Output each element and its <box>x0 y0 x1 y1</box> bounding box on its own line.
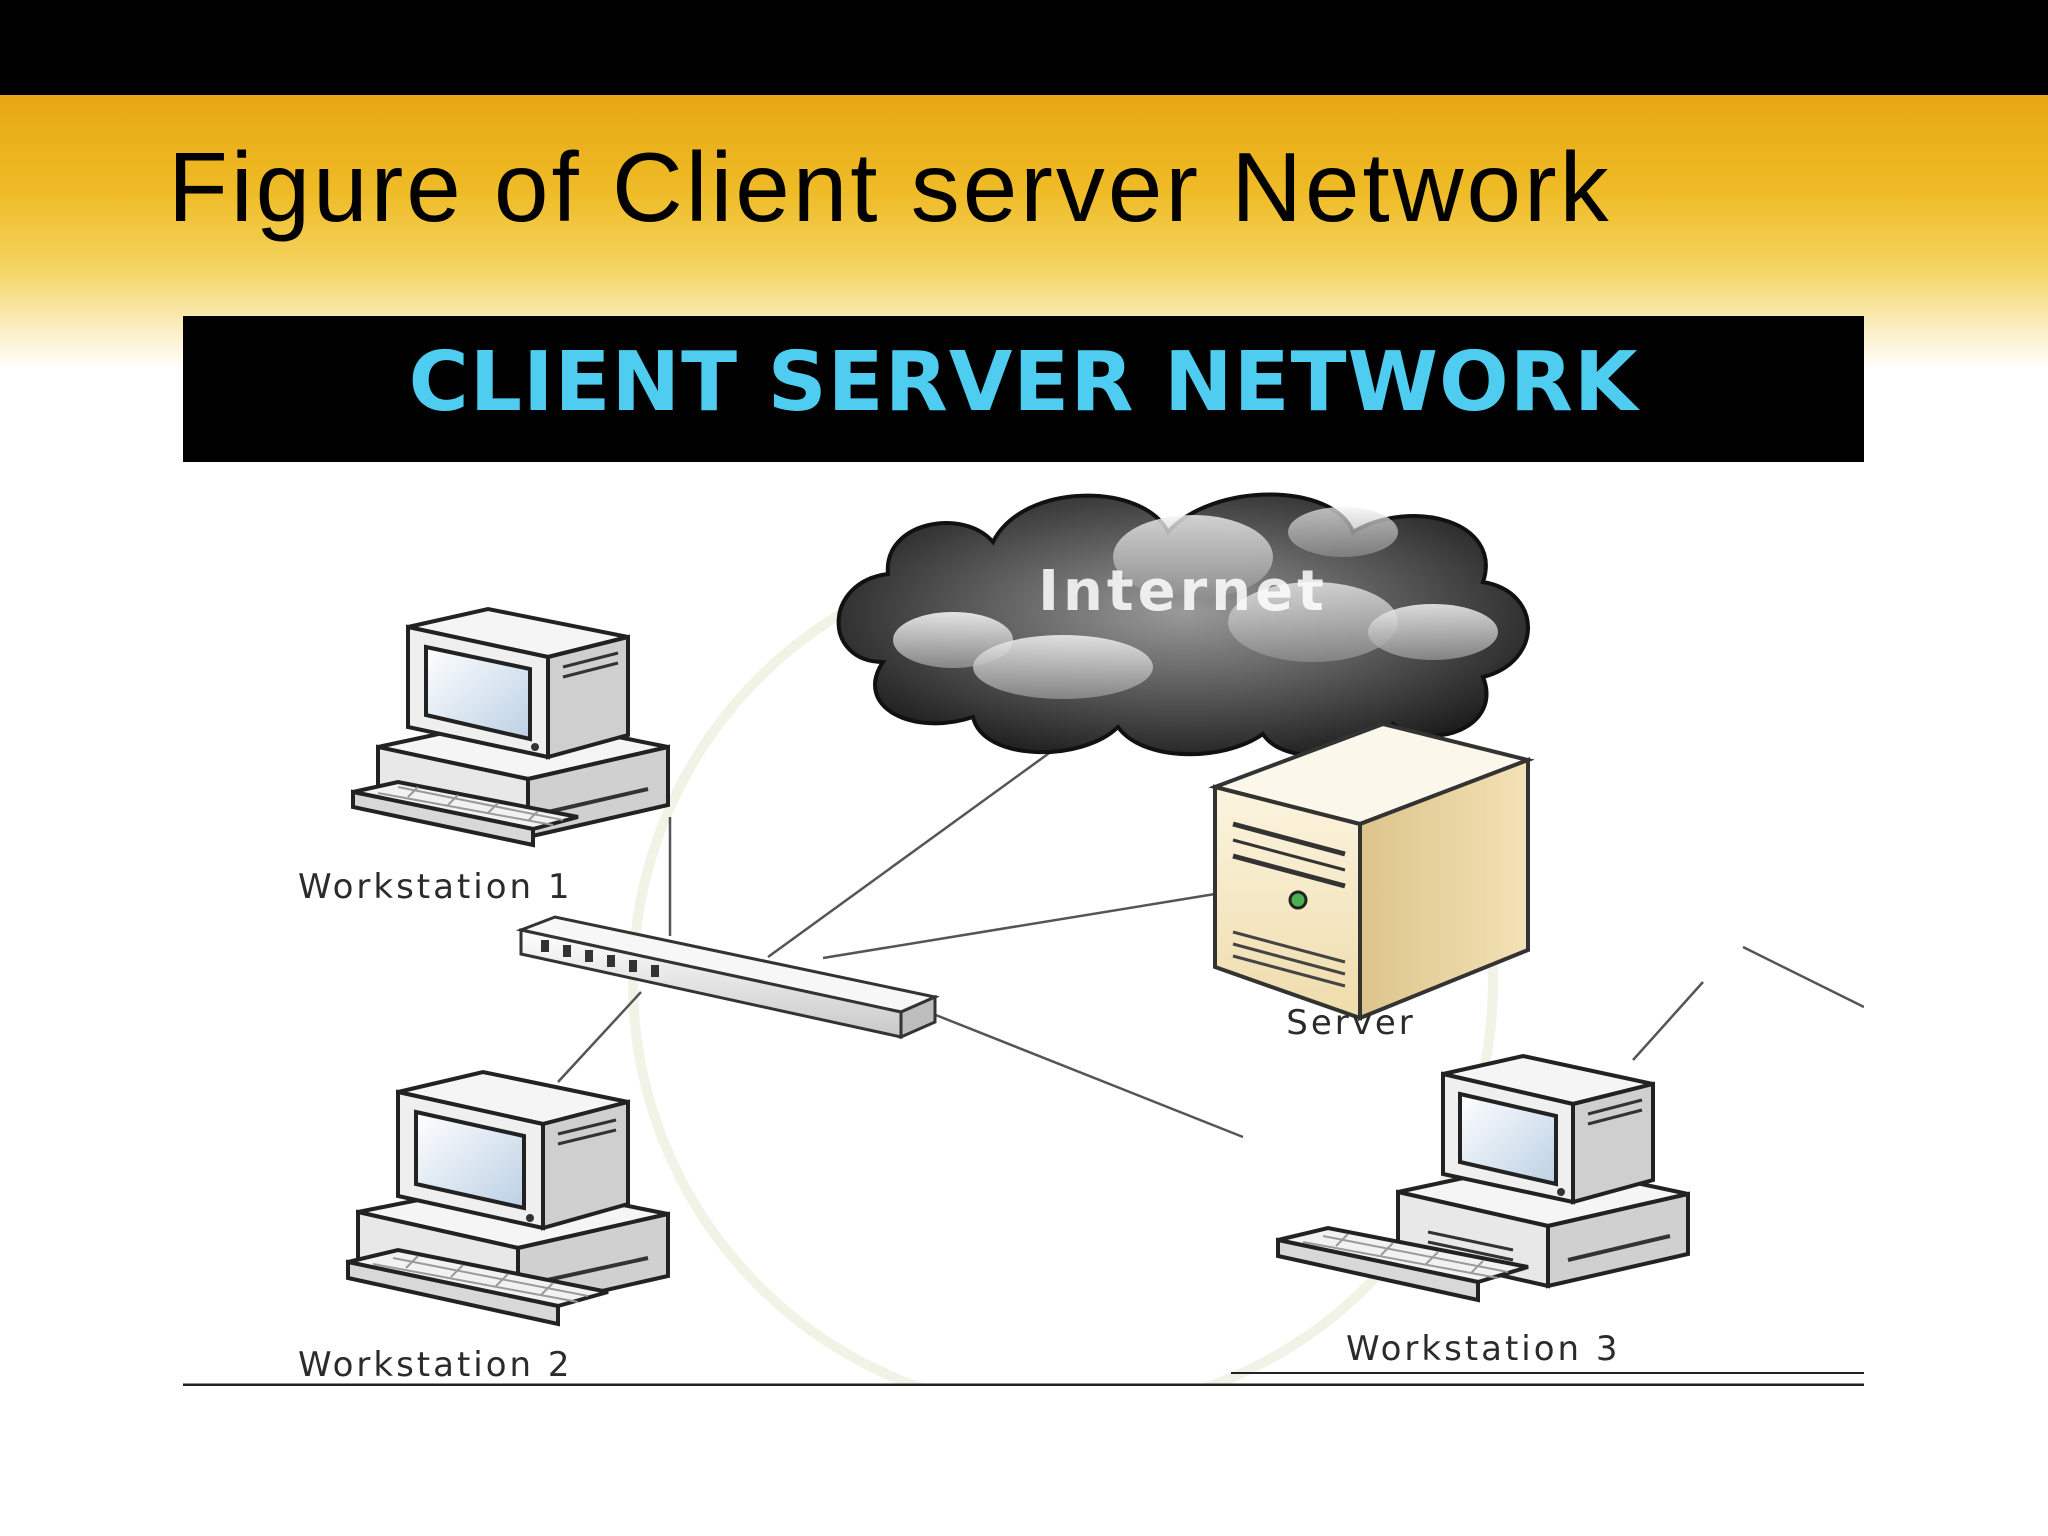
workstation-3-label: Workstation 3 <box>1346 1329 1621 1369</box>
link-server-ws3 <box>1632 981 1704 1061</box>
internet-cloud: Internet <box>836 492 1530 758</box>
workstation-2-icon <box>346 1069 670 1327</box>
slide-title: Figure of Client server Network <box>168 132 1612 242</box>
top-bar <box>0 0 2048 95</box>
banner: CLIENT SERVER NETWORK <box>183 316 1864 462</box>
link-switch-ws3 <box>902 1000 1244 1139</box>
connections <box>557 712 1864 1139</box>
workstation-1-label: Workstation 1 <box>298 867 573 907</box>
link-server-right <box>1742 945 1864 1009</box>
server-icon <box>1208 721 1535 1021</box>
link-switch-server <box>822 892 1216 960</box>
internet-label: Internet <box>1038 559 1328 624</box>
network-diagram: Internet Server <box>183 492 1864 1386</box>
server-label: Server <box>1286 1003 1416 1043</box>
workstation-2-label: Workstation 2 <box>298 1345 573 1385</box>
link-switch-ws2 <box>557 991 642 1083</box>
workstation-1-icon <box>351 606 670 848</box>
banner-title: CLIENT SERVER NETWORK <box>408 334 1639 430</box>
network-switch-icon <box>515 915 940 1040</box>
workstation-3-icon <box>1276 1053 1690 1303</box>
link-switch-internet <box>767 712 1104 959</box>
